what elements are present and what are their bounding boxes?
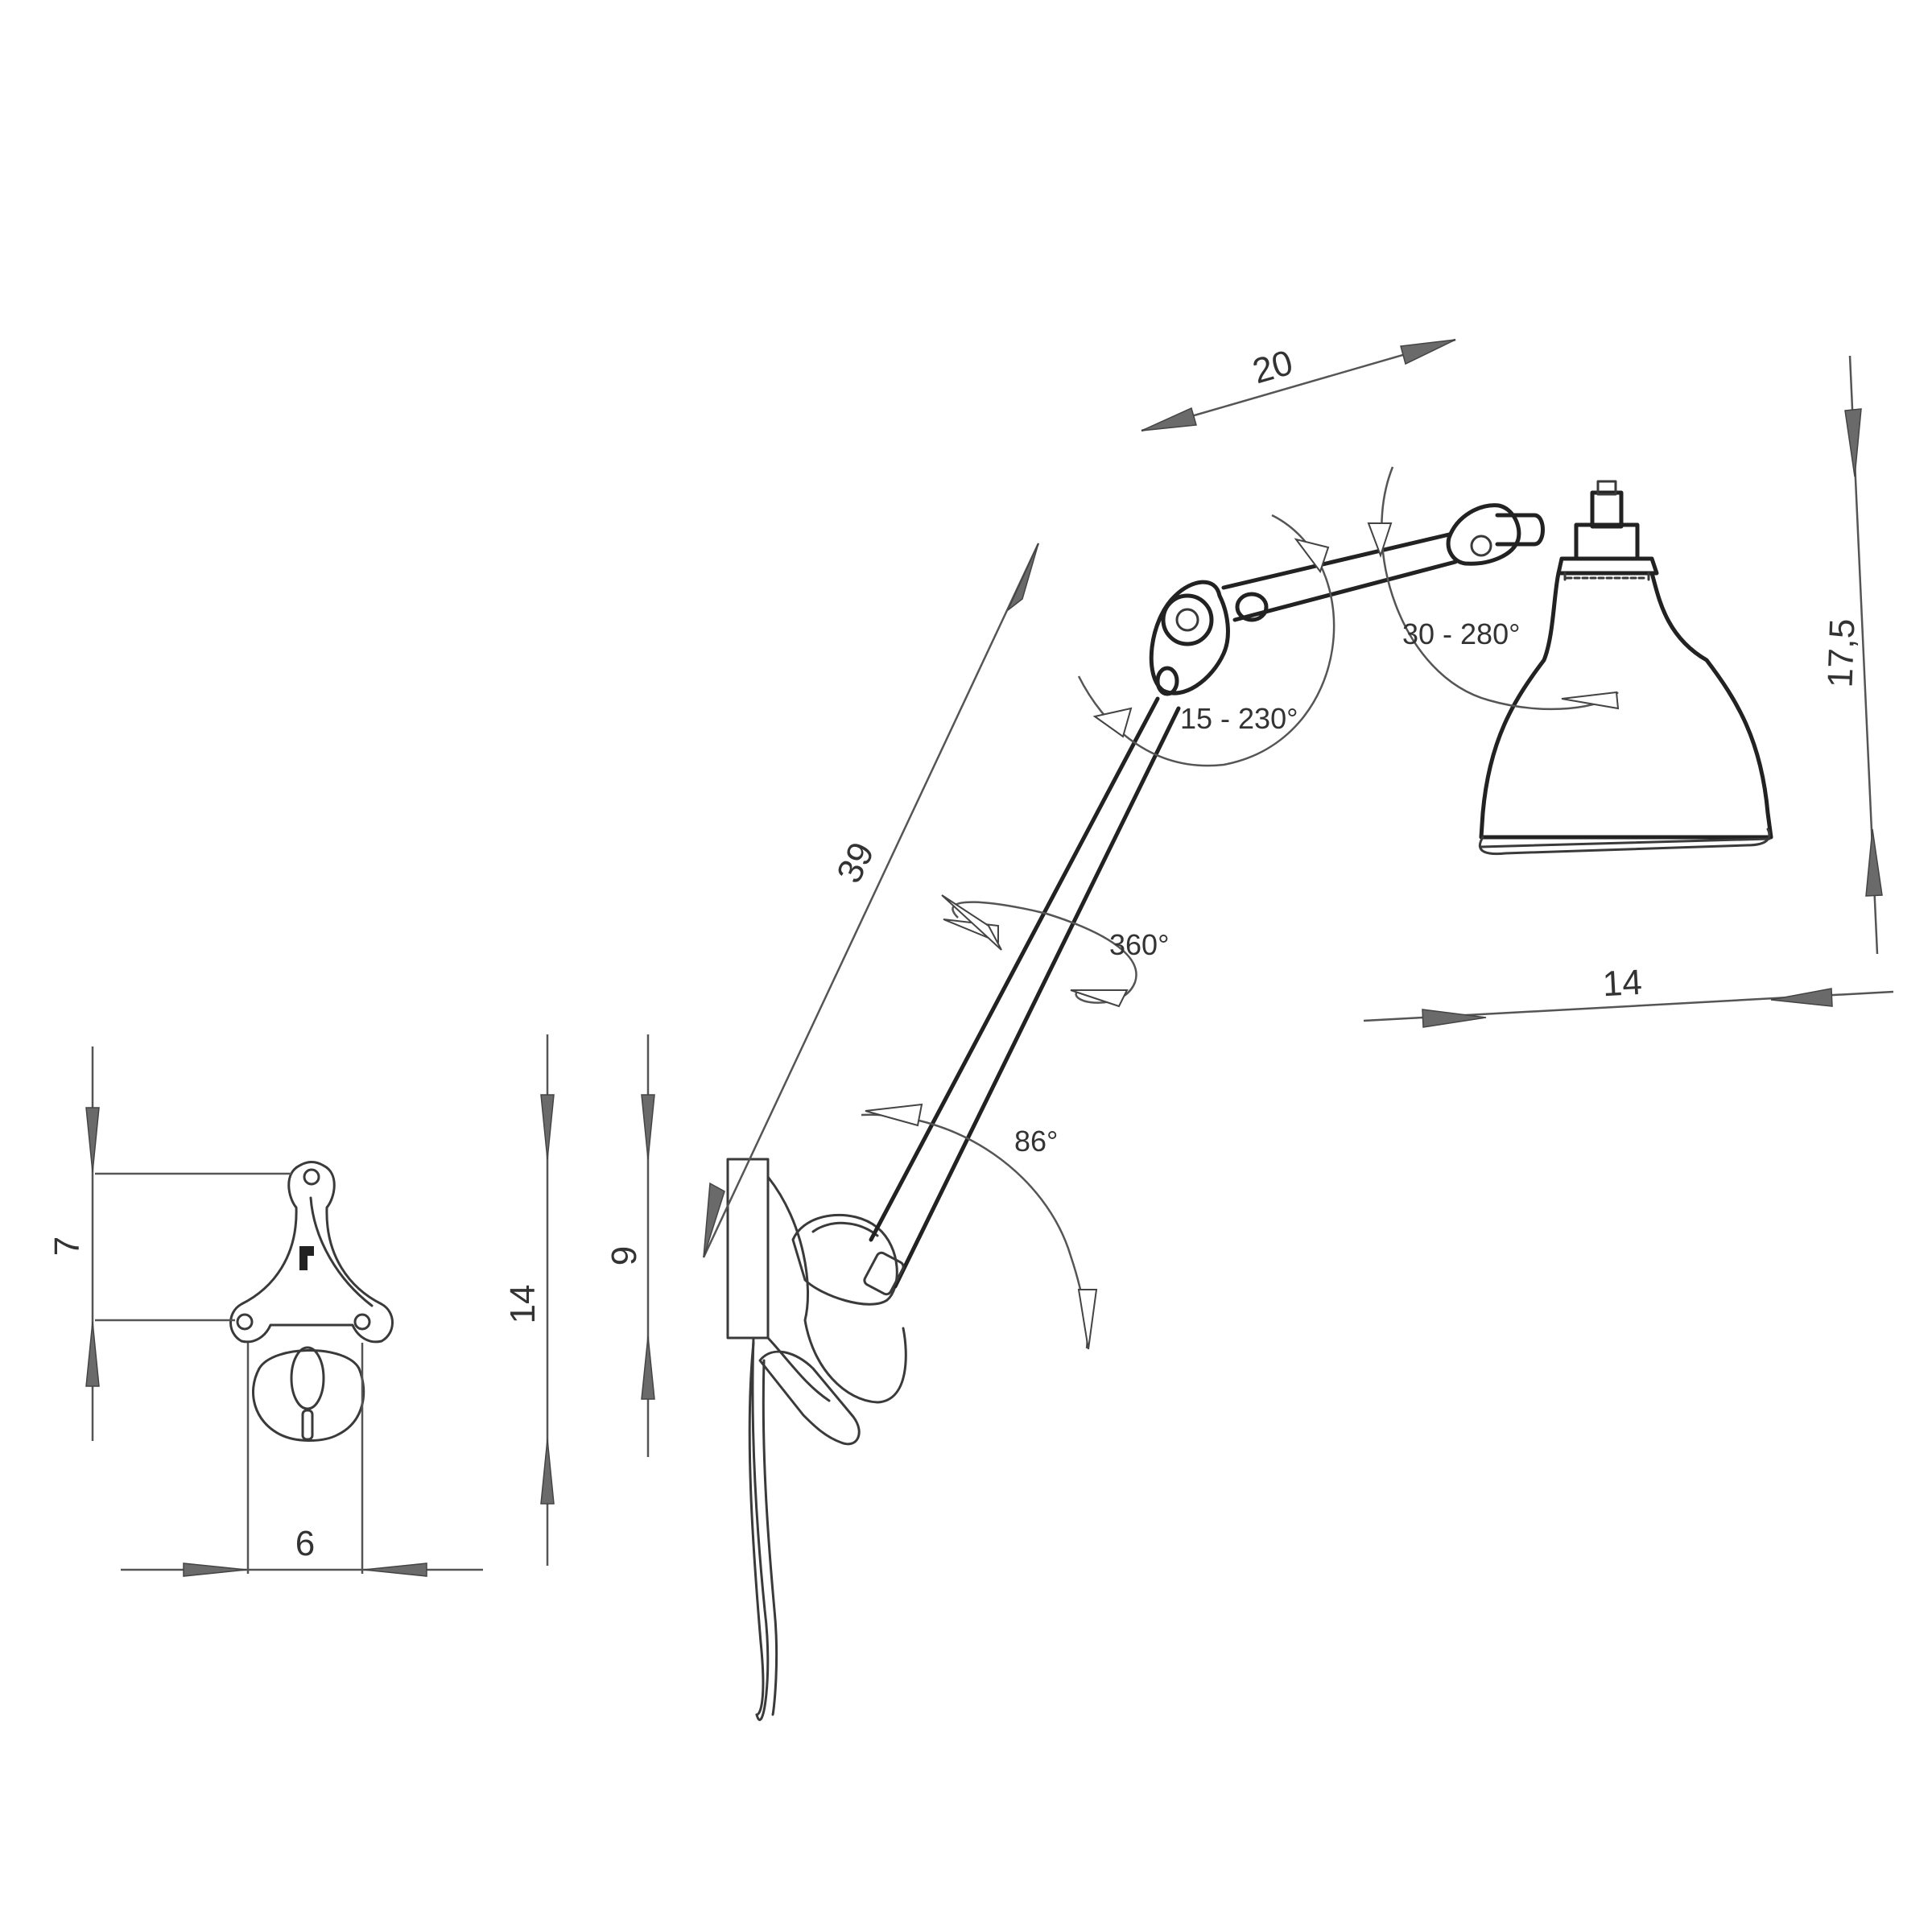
power-cable	[751, 1336, 770, 1721]
lower-arm-label: 39	[829, 836, 882, 889]
front-width-label: 6	[295, 1524, 315, 1563]
side-knob	[758, 1350, 861, 1446]
dimension-shade-height: 17,5	[1821, 355, 1883, 955]
lamp-shade	[1479, 571, 1773, 840]
dimension-upper-arm: 20	[1141, 338, 1456, 432]
base-swing-label: 86°	[1014, 1125, 1058, 1158]
upper-arm	[1221, 532, 1458, 622]
right-screw-hole	[353, 1313, 371, 1331]
angle-rotation: 360°	[941, 894, 1169, 1008]
elbow-angle-label: 15 - 230°	[1180, 702, 1298, 735]
arm-collar	[863, 1251, 905, 1296]
elbow-joint	[1149, 580, 1230, 696]
upper-arm-label: 20	[1249, 343, 1298, 392]
left-screw-hole	[236, 1313, 254, 1331]
shade-width-label: 14	[1602, 963, 1643, 1004]
pivot-hub	[791, 1213, 898, 1306]
top-screw-hole	[303, 1168, 320, 1186]
angle-head: 30 - 280°	[1367, 466, 1620, 711]
dimension-plate-height: 9	[605, 1034, 655, 1457]
dimension-shade-width: 14	[1363, 963, 1894, 1028]
base-body	[766, 1175, 907, 1404]
dimension-base-height: 14	[503, 1034, 555, 1566]
front-knob	[252, 1367, 365, 1442]
front-view	[95, 1161, 394, 1574]
shade-height-label: 17,5	[1821, 618, 1863, 688]
side-view	[726, 480, 1773, 1721]
switch-mark	[299, 1246, 308, 1270]
rotation-angle-label: 360°	[1109, 928, 1169, 961]
socket-top	[1574, 522, 1640, 561]
base-height-label: 14	[503, 1285, 543, 1324]
angle-base-swing: 86°	[861, 1103, 1098, 1350]
head-angle-label: 30 - 280°	[1402, 617, 1521, 650]
lower-arm	[869, 696, 1181, 1289]
front-bracket-outline	[229, 1161, 394, 1344]
dimension-front-width: 6	[121, 1524, 483, 1577]
elbow-knob	[1235, 592, 1269, 622]
plate-height-label: 9	[605, 1246, 644, 1265]
wall-plate	[726, 1158, 770, 1340]
head-joint	[1446, 503, 1521, 566]
dimension-front-height: 7	[47, 1046, 100, 1441]
angle-elbow: 15 - 230°	[1077, 514, 1335, 767]
front-height-label: 7	[47, 1236, 87, 1256]
